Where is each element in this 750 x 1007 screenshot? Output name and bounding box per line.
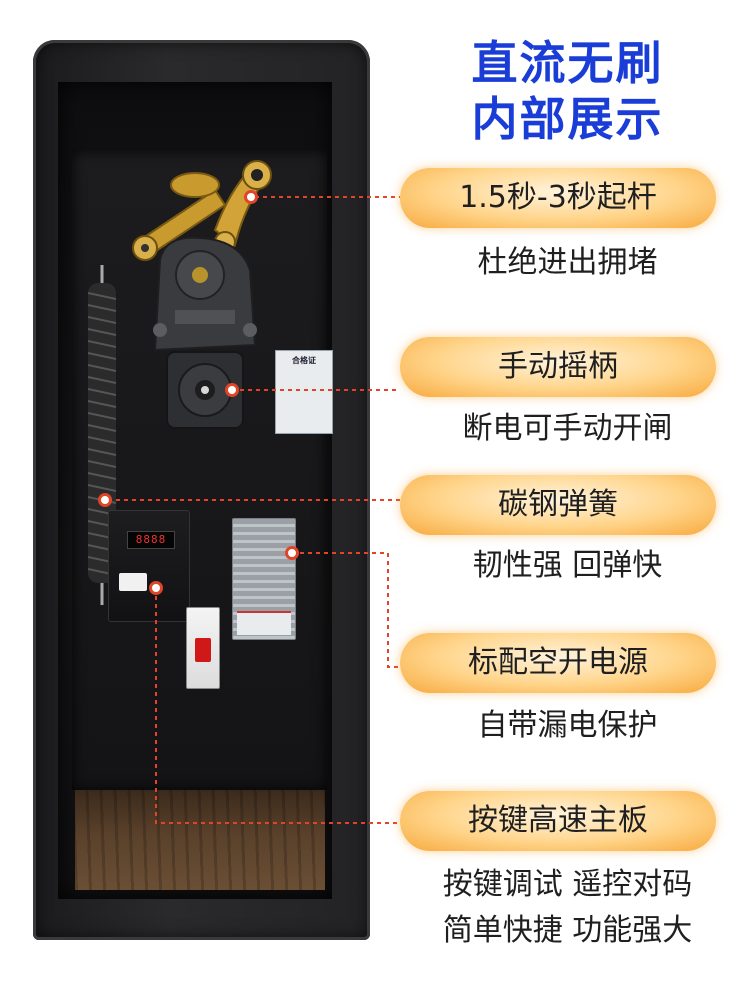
callout-dot-lift — [244, 190, 258, 204]
carbon-steel-spring — [87, 265, 117, 605]
callout-dot-power — [285, 546, 299, 560]
callout-pill-manual-crank: 手动摇柄 — [400, 337, 716, 397]
callout-dot-spring — [98, 493, 112, 507]
callout-pill-power: 标配空开电源 — [400, 633, 716, 693]
circuit-breaker — [186, 607, 220, 689]
controller-label — [119, 573, 147, 591]
breaker-lever — [195, 638, 211, 662]
callout-desc-power: 自带漏电保护 — [477, 708, 658, 743]
certificate-card: 合格证 — [275, 350, 333, 434]
callout-pill-lift-speed: 1.5秒-3秒起杆 — [400, 168, 716, 228]
callout-desc-board-1: 按键调试 遥控对码 — [442, 867, 693, 902]
callout-desc-board-2: 简单快捷 功能强大 — [442, 913, 693, 948]
gearbox — [153, 236, 257, 352]
power-supply — [232, 518, 296, 640]
callout-pill-board: 按键高速主板 — [400, 791, 716, 851]
callout-desc-manual-crank: 断电可手动开闸 — [462, 411, 673, 446]
callout-dot-crank — [225, 383, 239, 397]
headline-line-2: 内部展示 — [471, 92, 664, 146]
psu-terminal-block — [237, 611, 291, 635]
certificate-title: 合格证 — [292, 356, 316, 365]
callout-desc-lift-speed: 杜绝进出拥堵 — [477, 245, 658, 280]
callout-desc-spring: 韧性强 回弹快 — [472, 548, 663, 583]
controller-board: 8888 — [108, 510, 190, 622]
controller-display: 8888 — [127, 531, 175, 549]
callout-pill-spring: 碳钢弹簧 — [400, 475, 716, 535]
crank-linkage — [132, 160, 272, 261]
callout-dot-board — [149, 581, 163, 595]
cabinet-floor — [75, 790, 325, 890]
headline-line-1: 直流无刷 — [471, 36, 664, 90]
